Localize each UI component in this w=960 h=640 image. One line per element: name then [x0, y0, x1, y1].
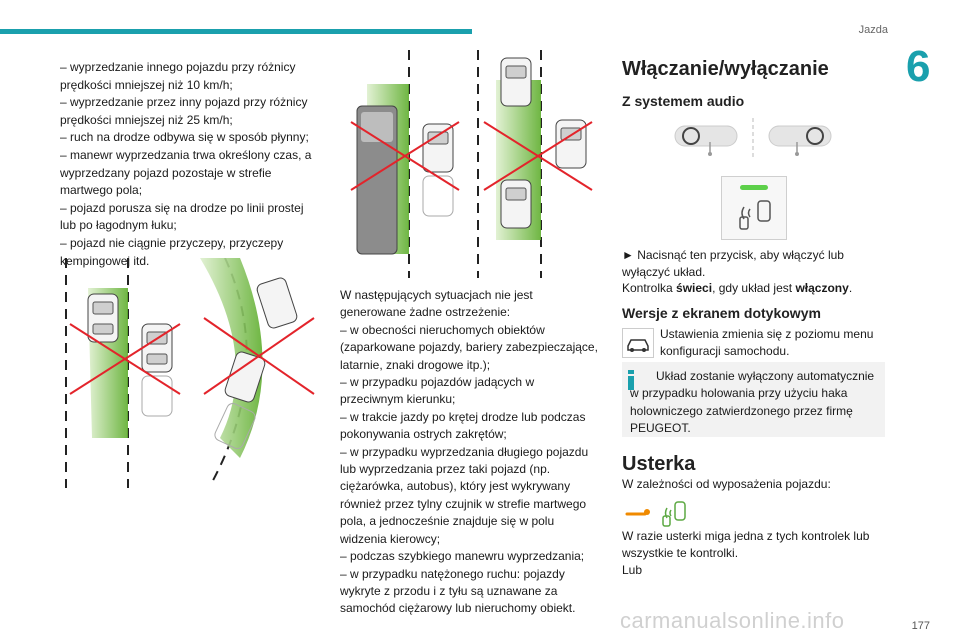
list-item: – ruch na drodze odbywa się w sposób pły…	[60, 130, 309, 145]
lamp-status: Kontrolka świeci, gdy układ jest włączon…	[622, 281, 853, 295]
no-warning-list: W następujących sytuacjach nie jest gene…	[340, 287, 598, 618]
list-item: – w trakcie jazdy po krętej drodze lub p…	[340, 409, 586, 442]
list-item: – manewr wyprzedzania trwa określony cza…	[60, 147, 312, 198]
list-item: – wyprzedzanie innego pojazdu przy różni…	[60, 60, 296, 92]
blind-spot-button[interactable]	[721, 176, 787, 240]
truck-icon	[356, 105, 398, 255]
car-icon	[500, 57, 532, 107]
illustration-dense-traffic	[477, 50, 593, 278]
touchscreen-text: Ustawienia zmienia się z poziomu menu ko…	[660, 327, 874, 359]
list-item: – w przypadku wyprzedzania długiego poja…	[340, 444, 589, 546]
list-item: – w przypadku pojazdów jadących w przeci…	[340, 375, 535, 407]
car-icon	[256, 277, 298, 329]
list-item: – w przypadku natężonego ruchu: pojazdy …	[340, 566, 576, 616]
list-item: – podczas szybkiego manewru wyprzedzania…	[340, 549, 585, 564]
or-text: Lub	[622, 563, 643, 577]
wrench-icon	[625, 509, 650, 516]
watermark: carmanualsonline.info	[620, 608, 845, 633]
illustration-curve-overtake	[200, 258, 315, 487]
conditions-list: – wyprzedzanie innego pojazdu przy różni…	[60, 59, 318, 270]
car-settings-icon	[622, 328, 654, 358]
heading-fault: Usterka	[622, 453, 696, 475]
car-icon	[555, 119, 587, 169]
heading-audio: Z systemem audio	[622, 93, 745, 109]
car-icon	[500, 179, 532, 229]
depends-text: W zależności od wyposażenia pojazdu:	[622, 477, 831, 491]
blind-spot-icon	[739, 185, 771, 230]
list-item: – w obecności nieruchomych obiektów (zap…	[340, 322, 598, 372]
press-instruction: ► Nacisnąć ten przycisk, aby włączyć lub…	[622, 248, 844, 280]
fault-text: W razie usterki miga jedna z tych kontro…	[622, 529, 870, 561]
fault-warning-icons	[625, 501, 686, 527]
illustration-truck	[350, 50, 460, 278]
illustration-straight-overtake	[65, 258, 181, 488]
heading-touchscreen: Wersje z ekranem dotykowym	[622, 305, 821, 321]
chapter-number: 6	[906, 42, 931, 91]
car-icon	[214, 351, 266, 449]
heading-on-off: Włączanie/wyłączanie	[622, 58, 829, 80]
info-icon	[627, 370, 635, 390]
list-item: W następujących sytuacjach nie jest gene…	[340, 288, 533, 320]
section-title: Jazda	[858, 24, 888, 36]
steering-wheel-icon	[674, 118, 832, 158]
car-icon	[87, 293, 119, 343]
info-box	[622, 362, 885, 437]
list-item: – pojazd porusza się na drodze po linii …	[60, 200, 304, 233]
page-number: 177	[911, 620, 930, 632]
header-accent-bar	[0, 29, 472, 34]
list-item: – wyprzedzanie przez inny pojazd przy ró…	[60, 95, 308, 127]
blind-spot-fault-icon	[662, 501, 686, 527]
info-text: Układ zostanie wyłączony automatycznie w…	[630, 369, 875, 436]
